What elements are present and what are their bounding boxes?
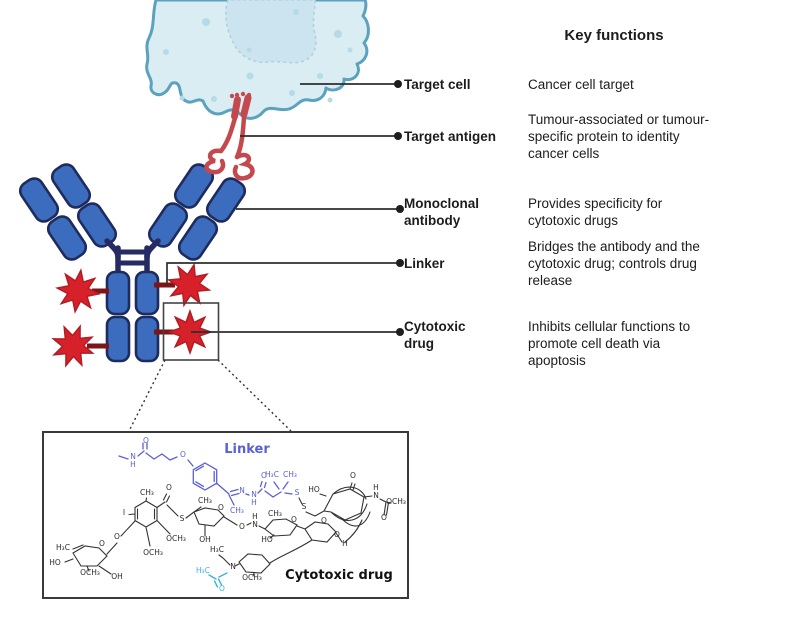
pointer-dot [396, 205, 404, 213]
atom-label: S [302, 502, 307, 511]
desc-target-antigen: Tumour-associated or tumour- specific pr… [528, 112, 710, 161]
atom-label: H₃C [265, 470, 279, 479]
pointer-dot [394, 80, 402, 88]
atom-label: HO [261, 535, 273, 544]
atom-label: O [99, 539, 105, 548]
atom-label: OCH₃ [80, 568, 100, 577]
zoom-box [162, 302, 220, 361]
atom-label: H₃C [210, 545, 224, 554]
desc-monoclonal-antibody: Provides specificity for cytotoxic drugs [528, 196, 663, 228]
atom-label: H [252, 512, 258, 521]
antibody-arm-left [15, 159, 121, 265]
antibody-fc-region [105, 270, 160, 363]
atom-label: HO [49, 558, 61, 567]
atom-label: O [291, 515, 297, 524]
atom-label: HO [308, 485, 320, 494]
atom-label: H [342, 539, 348, 548]
atom-label: CH₃ [198, 496, 212, 505]
atom-label: CH₃ [230, 506, 244, 515]
atom-label: O [219, 584, 225, 593]
atom-label: N [230, 562, 236, 571]
label-line-linker [166, 262, 400, 285]
target-antigen-illustration [204, 91, 255, 181]
cytotoxic-drug-stars [47, 261, 215, 372]
pointer-dot [396, 328, 404, 336]
acetyl-highlight-cyan [208, 572, 228, 588]
atom-label: H [251, 498, 257, 507]
atom-label: I [123, 508, 125, 517]
atom-label: N [239, 486, 245, 495]
key-functions-header: Key functions [564, 27, 664, 44]
atom-label: O [114, 532, 120, 541]
antibody-illustration [15, 159, 250, 363]
atom-label: N [373, 491, 379, 500]
atom-label: OCH₃ [386, 497, 406, 506]
atom-label: O [350, 471, 356, 480]
atom-label: H [130, 460, 136, 469]
atom-label: O [334, 530, 340, 539]
atom-label: CH₃ [268, 509, 282, 518]
drug-structure-black [64, 482, 392, 577]
atom-label: O [143, 436, 149, 445]
atom-label: O [261, 471, 267, 480]
desc-linker: Bridges the antibody and the cytotoxic d… [528, 239, 700, 288]
atom-label: O [321, 516, 327, 525]
cell-granule-dots [163, 9, 353, 103]
zoom-dotted-lines [128, 359, 292, 432]
atom-label: OH [111, 572, 123, 581]
label-cytotoxic-drug: Cytotoxic drug [404, 319, 466, 351]
atom-label: OCH₃ [166, 534, 186, 543]
atom-label: CH₃ [283, 470, 297, 479]
inset-linker-label: Linker [224, 442, 270, 457]
cell-nucleus [225, 0, 317, 64]
zoom-dotted-line-left [128, 359, 166, 432]
label-monoclonal-antibody: Monoclonal antibody [404, 196, 479, 228]
inset-frame [42, 431, 409, 599]
atom-label: N [130, 452, 136, 461]
atom-label: H [373, 483, 379, 492]
target-cell-illustration [145, 0, 370, 120]
pointer-lines [166, 83, 400, 333]
desc-target-cell: Cancer cell target [528, 77, 634, 92]
linker-structure-blue [118, 442, 293, 506]
label-linker: Linker [404, 256, 445, 271]
atom-label: O [239, 522, 245, 531]
atom-label: H₃C [196, 566, 210, 575]
atom-label: OH [199, 535, 211, 544]
atom-label: O [381, 513, 387, 522]
atom-label: S [295, 488, 300, 497]
antibody-arm-right [144, 159, 250, 265]
atom-label: OCH₃ [143, 548, 163, 557]
atom-label: N [251, 490, 257, 499]
antibody-hinge [104, 238, 161, 276]
inset-drug-label: Cytotoxic drug [285, 568, 393, 583]
pointer-dot [394, 132, 402, 140]
atom-label: O [218, 503, 224, 512]
atom-label: CH₃ [140, 488, 154, 497]
atom-label: S [180, 514, 185, 523]
label-target-cell: Target cell [404, 77, 471, 92]
pointer-dots [394, 80, 404, 336]
atom-label: O [180, 450, 186, 459]
atom-label: H₃C [56, 543, 70, 552]
zoom-dotted-line-right [217, 359, 292, 432]
label-target-antigen: Target antigen [404, 129, 497, 144]
atom-label: N [252, 520, 258, 529]
pointer-dot [396, 259, 404, 267]
cytotoxic-drug-star [56, 269, 100, 313]
atom-label: OCH₃ [242, 573, 262, 582]
desc-cytotoxic-drug: Inhibits cellular functions to promote c… [528, 319, 691, 368]
atom-label: O [166, 483, 172, 492]
